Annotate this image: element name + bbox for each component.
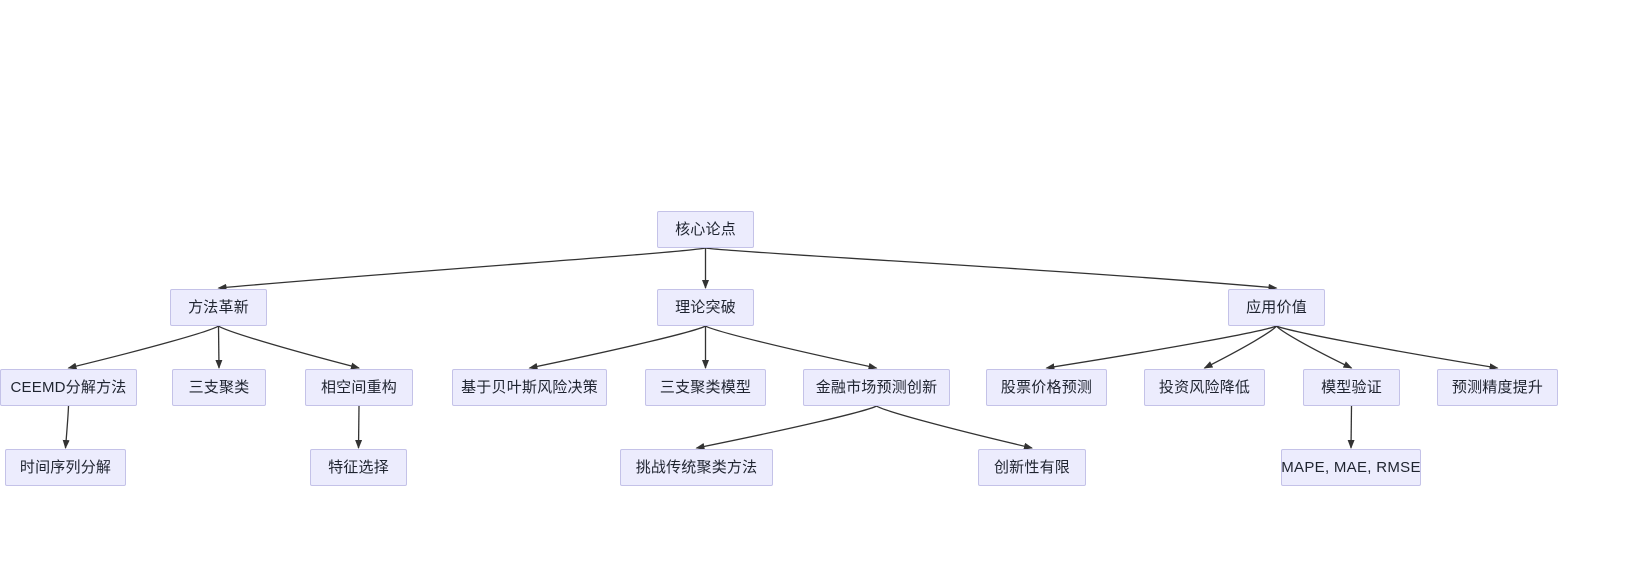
edge-l2i-to-l3e [1347, 405, 1355, 449]
edge-l2a-to-l3a [62, 405, 70, 449]
node-label: CEEMD分解方法 [10, 379, 127, 396]
node-label: 三支聚类 [188, 379, 250, 396]
node-label: 理论突破 [675, 299, 736, 316]
edge-l2c-to-l3b [355, 405, 363, 449]
node-label: 相空间重构 [320, 379, 397, 396]
node-l2i[interactable]: 模型验证 [1303, 369, 1400, 406]
node-l3c[interactable]: 挑战传统聚类方法 [620, 449, 773, 486]
edge-l1b-to-l2d [528, 325, 706, 370]
node-l1a[interactable]: 方法革新 [170, 289, 267, 326]
node-label: 应用价值 [1246, 299, 1307, 316]
edge-l1b-to-l2f [705, 325, 878, 370]
node-label: 挑战传统聚类方法 [635, 459, 758, 476]
edge-l1c-to-l2h [1203, 325, 1278, 369]
edge-l2f-to-l3c [695, 405, 877, 450]
node-label: 时间序列分解 [19, 459, 112, 476]
node-label: 三支聚类模型 [659, 379, 752, 396]
node-l2f[interactable]: 金融市场预测创新 [803, 369, 950, 406]
node-l2a[interactable]: CEEMD分解方法 [0, 369, 137, 406]
node-l2e[interactable]: 三支聚类模型 [645, 369, 766, 406]
node-label: 特征选择 [328, 459, 389, 476]
edge-l1c-to-l2i [1275, 325, 1353, 369]
edge-l1a-to-l2a [67, 325, 219, 370]
node-l1b[interactable]: 理论突破 [657, 289, 754, 326]
node-l3d[interactable]: 创新性有限 [978, 449, 1086, 486]
edge-root-to-l1a [217, 247, 706, 291]
node-label: 股票价格预测 [1000, 379, 1093, 396]
node-label: 创新性有限 [993, 459, 1070, 476]
node-root[interactable]: 核心论点 [657, 211, 754, 248]
edge-l2f-to-l3d [876, 405, 1033, 450]
edge-l1a-to-l2b [215, 325, 223, 369]
edge-l1c-to-l2j [1276, 325, 1499, 371]
node-l2d[interactable]: 基于贝叶斯风险决策 [452, 369, 607, 406]
node-label: 基于贝叶斯风险决策 [461, 379, 598, 396]
node-label: 方法革新 [188, 299, 249, 316]
node-l2j[interactable]: 预测精度提升 [1437, 369, 1558, 406]
node-label: 核心论点 [675, 221, 736, 238]
node-l2g[interactable]: 股票价格预测 [986, 369, 1107, 406]
node-l2c[interactable]: 相空间重构 [305, 369, 413, 406]
node-label: 模型验证 [1321, 379, 1382, 396]
node-l2h[interactable]: 投资风险降低 [1144, 369, 1265, 406]
edge-paths [62, 247, 1499, 450]
edge-l1a-to-l2c [218, 325, 360, 370]
node-label: 投资风险降低 [1158, 379, 1251, 396]
edge-l1c-to-l2g [1045, 325, 1277, 371]
node-l3b[interactable]: 特征选择 [310, 449, 407, 486]
node-l2b[interactable]: 三支聚类 [172, 369, 266, 406]
node-l1c[interactable]: 应用价值 [1228, 289, 1325, 326]
node-label: 金融市场预测创新 [815, 379, 938, 396]
node-l3e[interactable]: MAPE, MAE, RMSE [1281, 449, 1421, 486]
edge-root-to-l1c [705, 247, 1278, 291]
node-label: MAPE, MAE, RMSE [1281, 459, 1421, 476]
node-l3a[interactable]: 时间序列分解 [5, 449, 126, 486]
node-label: 预测精度提升 [1451, 379, 1544, 396]
